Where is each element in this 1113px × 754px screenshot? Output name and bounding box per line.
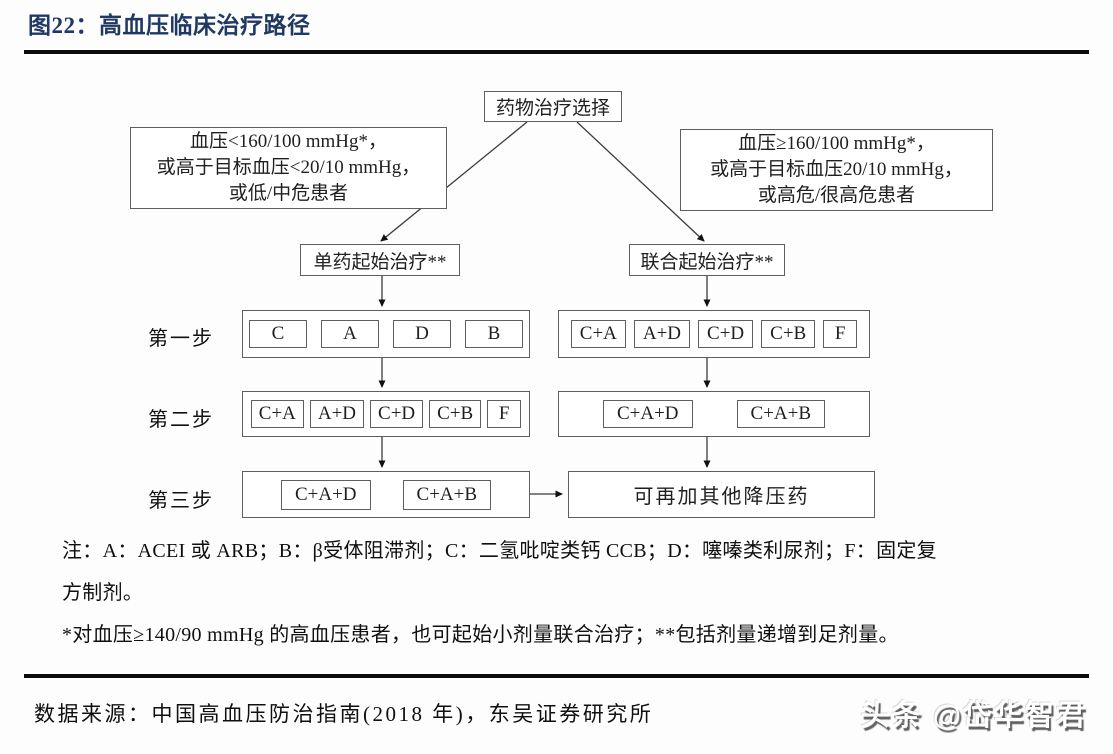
branch-right-node: 联合起始治疗**	[629, 244, 785, 276]
drug-option: A	[321, 320, 379, 348]
drug-option: C+A+D	[602, 400, 693, 428]
footnote: *对血压≥140/90 mmHg 的高血压患者，也可起始小剂量联合治疗；**包括…	[62, 624, 899, 646]
legend-note-line1: 注：A：ACEI 或 ARB；B：β受体阻滞剂；C：二氢吡啶类钙 CCB；D：噻…	[62, 540, 937, 562]
drug-option: C+A+D	[280, 479, 371, 510]
drug-option: F	[823, 320, 858, 348]
step3-label: 第三步	[148, 490, 214, 512]
flowchart-canvas: 药物治疗选择 血压<160/100 mmHg*， 或高于目标血压<20/10 m…	[0, 60, 1113, 674]
drug-option: C+D	[370, 400, 424, 428]
footer-divider	[24, 674, 1089, 678]
result-node: 可再加其他降压药	[568, 471, 875, 518]
drug-option: C+A+B	[736, 400, 826, 428]
figure-header: 图22：高血压临床治疗路径	[0, 0, 1113, 42]
data-source-line: 数据来源：中国高血压防治指南(2018 年)，东吴证券研究所	[34, 702, 654, 726]
drug-option: C+B	[429, 400, 482, 428]
step1-label: 第一步	[148, 328, 214, 350]
legend-note-line2: 方制剂。	[62, 582, 144, 604]
drug-option: C+D	[698, 320, 754, 348]
condition-right-line: 或高于目标血压20/10 mmHg，	[710, 159, 963, 180]
drug-option: C+A	[570, 320, 626, 348]
condition-left-node: 血压<160/100 mmHg*， 或高于目标血压<20/10 mmHg， 或低…	[130, 127, 447, 209]
left-step3-group: C+A+D C+A+B	[242, 471, 530, 518]
drug-option: B	[465, 320, 523, 348]
branch-left-node: 单药起始治疗**	[300, 244, 460, 276]
drug-option: A+D	[309, 400, 365, 428]
drug-option: A+D	[633, 320, 691, 348]
footer: 数据来源：中国高血压防治指南(2018 年)，东吴证券研究所 头条 @岱华智君	[0, 678, 1113, 734]
toutiao-watermark: 头条 @岱华智君	[860, 700, 1087, 732]
root-node: 药物治疗选择	[484, 91, 622, 122]
condition-left-line: 或高于目标血压<20/10 mmHg，	[156, 157, 421, 178]
condition-left-line: 血压<160/100 mmHg*，	[189, 131, 388, 152]
condition-right-line: 血压≥160/100 mmHg*，	[738, 133, 935, 154]
drug-option: D	[393, 320, 451, 348]
title-underline	[24, 50, 1089, 54]
drug-option: C	[249, 320, 307, 348]
condition-right-node: 血压≥160/100 mmHg*， 或高于目标血压20/10 mmHg， 或高危…	[680, 129, 993, 211]
step2-label: 第二步	[148, 409, 214, 431]
drug-option: C+A	[250, 400, 304, 428]
drug-option: F	[487, 400, 522, 428]
right-step2-group: C+A+D C+A+B	[558, 391, 870, 437]
condition-right-line: 或高危/很高危患者	[757, 185, 916, 206]
figure-title: 图22：高血压临床治疗路径	[28, 13, 311, 38]
drug-option: C+B	[761, 320, 816, 348]
drug-option: C+A+B	[402, 479, 492, 510]
condition-left-line: 或低/中危患者	[228, 183, 349, 204]
